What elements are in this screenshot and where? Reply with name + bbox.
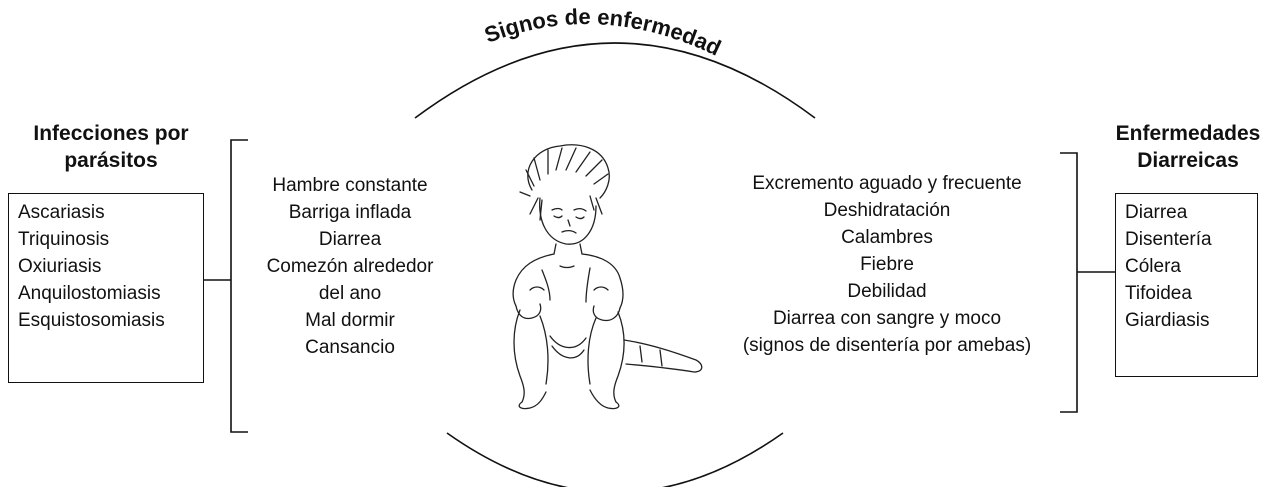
sign-item: Diarrea con sangre y moco [772,308,1002,329]
diagram-title: Signos de enfermedad [481,4,725,61]
list-item: Diarrea [1125,202,1188,223]
top-arc [414,42,816,119]
sick-child-illustration [512,144,703,410]
list-item: Oxiuriasis [18,256,102,277]
sign-item: Cansancio [305,337,395,358]
sign-item: Diarrea [318,229,382,250]
sign-item: (signos de disentería por amebas) [742,335,1032,356]
parasite-infections-box: Ascariasis Triquinosis Oxiuriasis Anquil… [8,193,204,383]
right-heading: Enfermedades Diarreicas [1108,120,1268,174]
diarrheal-diseases-box: Diarrea Disentería Cólera Tifoidea Giard… [1115,193,1258,377]
sign-item: Hambre constante [272,175,428,196]
sign-item: Calambres [841,227,933,248]
sign-item: Comezón alrededor [266,256,434,277]
list-item: Disentería [1125,229,1212,250]
list-item: Cólera [1125,256,1181,277]
left-heading-line1: Infecciones por [33,122,189,145]
list-item: Ascariasis [18,202,105,223]
list-item: Giardiasis [1125,310,1210,331]
right-bracket [1060,152,1078,413]
sign-item: Excremento aguado y frecuente [752,173,1022,194]
sign-item: Debilidad [847,281,927,302]
right-heading-line1: Enfermedades [1115,122,1261,145]
diarrheal-signs-list: Excremento aguado y frecuente Deshidrata… [712,170,1062,359]
list-item: Triquinosis [18,229,110,250]
sign-item: Deshidratación [823,200,951,221]
parasite-signs-list: Hambre constante Barriga inflada Diarrea… [250,172,450,361]
list-item: Anquilostomiasis [18,283,161,304]
left-bracket [230,139,248,433]
bottom-arc [446,432,784,487]
left-heading: Infecciones por parásitos [6,120,216,174]
sign-item: Mal dormir [305,310,395,331]
right-heading-line2: Diarreicas [1137,149,1239,172]
sign-item: del ano [318,283,382,304]
list-item: Esquistosomiasis [18,310,165,331]
left-heading-line2: parásitos [64,149,158,172]
svg-text:Signos de enfermedad: Signos de enfermedad [481,4,725,61]
sign-item: Fiebre [860,254,914,275]
sign-item: Barriga inflada [288,202,412,223]
list-item: Tifoidea [1125,283,1192,304]
